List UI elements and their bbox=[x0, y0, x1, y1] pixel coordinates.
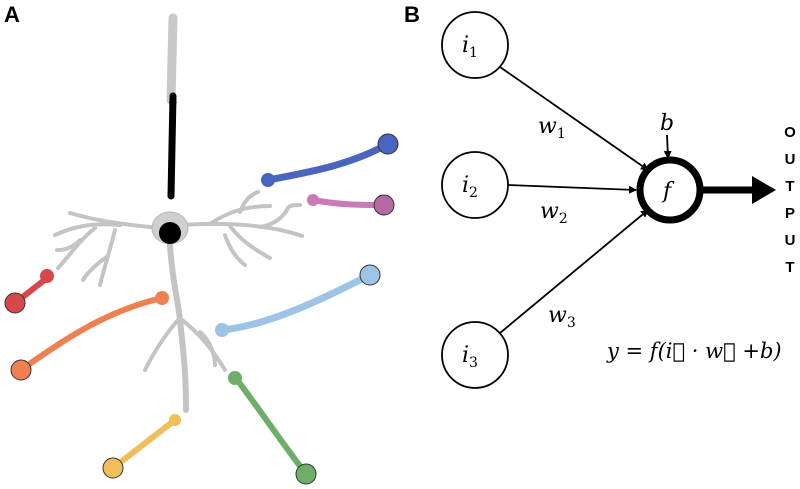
perceptron bbox=[441, 11, 776, 389]
output-letter: P bbox=[785, 205, 795, 222]
output-letter: U bbox=[785, 232, 796, 249]
input-label-2: i2 bbox=[462, 173, 478, 201]
input-node-2 bbox=[441, 151, 509, 219]
nucleus bbox=[159, 222, 181, 244]
output-label: O U T P U T bbox=[784, 124, 796, 276]
output-letter: U bbox=[785, 151, 796, 168]
bias-label: b bbox=[660, 111, 674, 136]
weight-label-1: w1 bbox=[538, 114, 566, 142]
output-letter: O bbox=[784, 124, 796, 141]
output-letter: T bbox=[785, 178, 794, 195]
axon-arrow bbox=[167, 92, 177, 200]
input-node-1 bbox=[441, 11, 509, 79]
axon bbox=[166, 13, 178, 105]
weight-label-3: w3 bbox=[548, 303, 576, 331]
output-letter: T bbox=[785, 259, 794, 276]
input-orange bbox=[10, 291, 169, 381]
input-label-1: i1 bbox=[462, 33, 478, 61]
input-node-3 bbox=[441, 321, 509, 389]
input-red bbox=[4, 269, 54, 314]
dendrites bbox=[53, 190, 304, 413]
panel-b-label: B bbox=[404, 2, 420, 27]
neuron bbox=[53, 13, 304, 413]
input-light-blue bbox=[215, 264, 381, 337]
input-blue bbox=[261, 133, 399, 187]
panel-a-label: A bbox=[4, 2, 20, 27]
equation: y = f(i⃗ · w⃗ +b) bbox=[606, 339, 782, 363]
input-label-3: i3 bbox=[462, 343, 478, 371]
weight-label-2: w2 bbox=[540, 199, 568, 227]
presynaptic-inputs bbox=[4, 133, 399, 485]
function-node bbox=[636, 156, 704, 224]
input-pink bbox=[307, 194, 395, 216]
input-green bbox=[228, 371, 317, 485]
input-yellow bbox=[102, 414, 181, 479]
